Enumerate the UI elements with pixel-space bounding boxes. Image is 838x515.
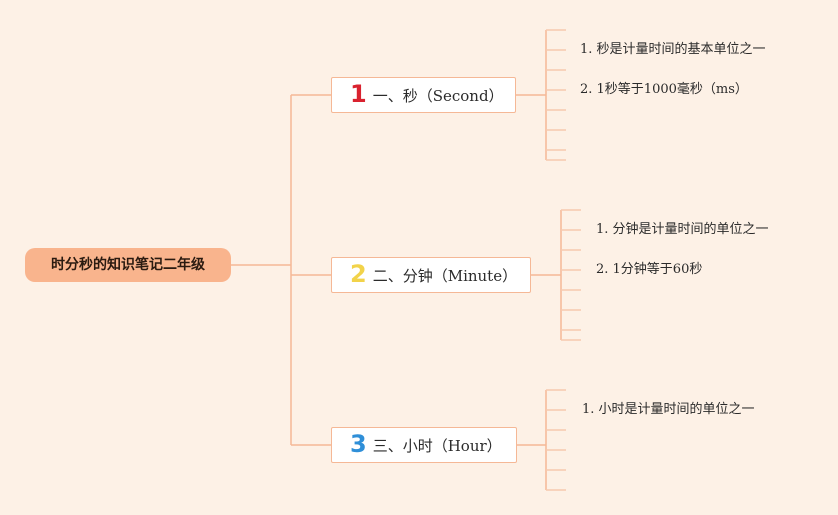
leaf-minute-1[interactable]: 1. 分钟是计量时间的单位之一 bbox=[596, 222, 769, 237]
branch-label: 二、分钟（Minute） bbox=[372, 266, 518, 285]
number-three-icon: 3 bbox=[350, 430, 367, 458]
number-two-icon: 2 bbox=[350, 260, 367, 288]
leaf-hour-1[interactable]: 1. 小时是计量时间的单位之一 bbox=[582, 402, 755, 417]
branch-2-subtree bbox=[531, 209, 581, 341]
branch-node-minute[interactable]: 2 二、分钟（Minute） bbox=[331, 257, 531, 293]
leaf-second-2[interactable]: 2. 1秒等于1000毫秒（ms） bbox=[580, 82, 748, 97]
branch-3-subtree bbox=[516, 389, 566, 491]
branch-label: 一、秒（Second） bbox=[372, 86, 504, 105]
number-one-icon: 1 bbox=[350, 80, 367, 108]
branch-node-second[interactable]: 1 一、秒（Second） bbox=[331, 77, 516, 113]
branch-node-hour[interactable]: 3 三、小时（Hour） bbox=[331, 427, 517, 463]
branch-1-subtree bbox=[516, 29, 566, 161]
root-node[interactable]: 时分秒的知识笔记二年级 bbox=[25, 248, 231, 282]
leaf-second-1[interactable]: 1. 秒是计量时间的基本单位之一 bbox=[580, 42, 766, 57]
branch-label: 三、小时（Hour） bbox=[372, 436, 502, 455]
leaf-minute-2[interactable]: 2. 1分钟等于60秒 bbox=[596, 262, 703, 277]
